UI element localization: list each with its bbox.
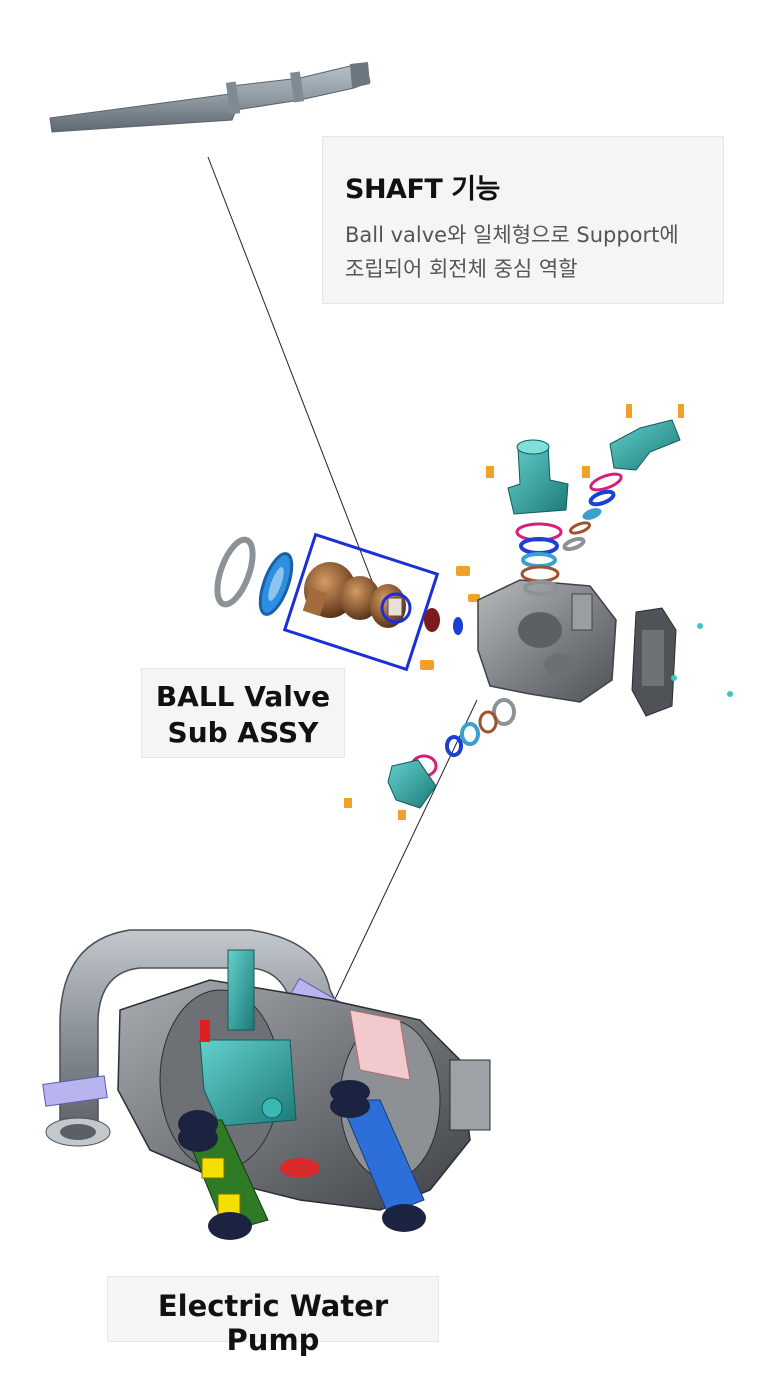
shaft-callout-title: SHAFT 기능 xyxy=(345,174,500,205)
right-elbow-fitting xyxy=(562,404,684,552)
pump-leader-line xyxy=(325,699,478,1019)
shaft-description-line-1: Ball valve와 일체형으로 Support에 xyxy=(345,223,679,247)
shaft-description-line-2: 조립되어 회전체 중심 역할 xyxy=(345,257,578,281)
shaft-illustration xyxy=(49,62,371,133)
pump-label-box: Electric Water Pump xyxy=(107,1276,439,1357)
lower-inlet-fitting xyxy=(344,698,516,820)
ball-valve-label-line-1: BALL Valve xyxy=(155,680,331,713)
shaft-callout-description: Ball valve와 일체형으로 Support에 조립되어 회전체 중심 역… xyxy=(345,218,701,286)
shaft-leader-line xyxy=(207,156,385,613)
shaft-callout-box: SHAFT 기능 Ball valve와 일체형으로 Support에 조립되어… xyxy=(322,136,724,304)
ball-valve-exploded-view xyxy=(214,532,480,672)
water-pump-illustration xyxy=(42,929,491,1240)
ball-valve-highlight-box xyxy=(282,532,440,672)
valve-housing xyxy=(477,579,617,703)
ball-valve-label-line-2: Sub ASSY xyxy=(167,716,319,749)
pump-label: Electric Water Pump xyxy=(157,1289,389,1357)
ball-valve-label-box: BALL Valve Sub ASSY xyxy=(141,668,345,758)
top-outlet-fitting xyxy=(486,439,590,596)
actuator-cover xyxy=(631,607,733,717)
